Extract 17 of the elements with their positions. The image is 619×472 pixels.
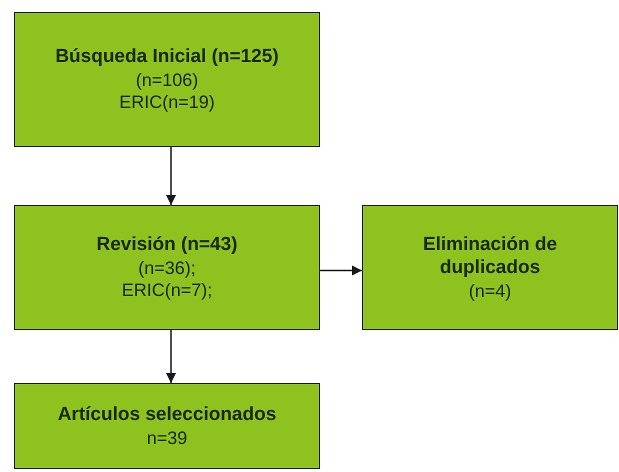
box-text: ERIC(n=7);	[122, 279, 212, 302]
box-heading: Eliminación de duplicados	[422, 232, 558, 280]
box-heading: Artículos seleccionados	[58, 402, 276, 427]
box-text: (n=4)	[468, 280, 512, 302]
box-text: (n=36);	[138, 256, 196, 280]
box-text: n=39	[146, 426, 188, 450]
box-heading: Búsqueda Inicial (n=125)	[55, 45, 279, 69]
arrow	[166, 147, 176, 205]
process-box	[362, 205, 618, 330]
box-heading: Revisión (n=43)	[96, 233, 238, 257]
arrow	[320, 266, 362, 276]
result-box	[14, 383, 320, 469]
process-box	[14, 12, 320, 147]
box-text: ERIC(n=19)	[119, 91, 215, 114]
box-text: (n=106)	[136, 68, 198, 92]
process-box	[14, 205, 320, 330]
arrow	[166, 330, 176, 383]
